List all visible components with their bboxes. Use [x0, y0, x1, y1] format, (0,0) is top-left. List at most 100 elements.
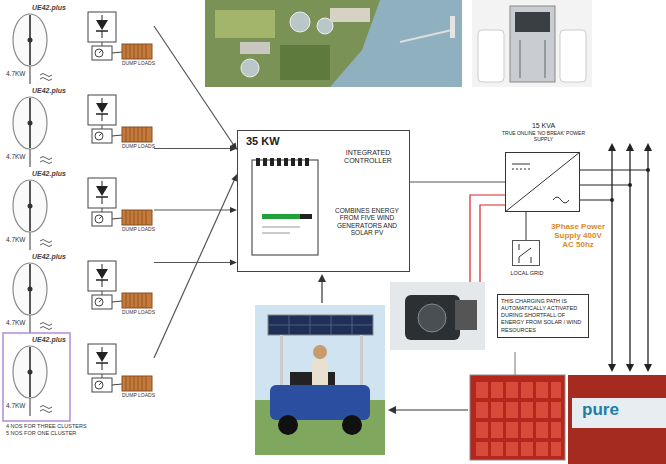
aerial-photo — [280, 45, 330, 80]
three-phase-output — [626, 143, 634, 151]
water-purifier-photo — [545, 40, 546, 78]
turbine-unit: UE42.plus4.7KW — [4, 253, 154, 333]
tank-photo — [568, 375, 666, 464]
connector-line — [525, 212, 526, 240]
three-phase-output — [628, 183, 632, 187]
water-purifier-photo — [520, 40, 521, 78]
note-box: THIS CHARGING PATH IS AUTOMATICALLY ACTI… — [497, 294, 589, 338]
controller-device — [252, 158, 318, 255]
controller-device — [256, 158, 309, 166]
water-purifier-photo — [560, 30, 586, 82]
generator-photo — [390, 282, 485, 350]
wind-turbines — [13, 95, 152, 167]
generator-photo — [390, 282, 485, 350]
three-phase-output — [646, 168, 650, 172]
node-text: 4.7KW — [6, 402, 26, 409]
dump-load-label: DUMP LOADS — [122, 144, 155, 150]
turbine-unit: UE42.plus 4.7KW — [4, 4, 154, 84]
aerial-photo — [290, 12, 310, 32]
inverter-symbol — [512, 169, 530, 170]
water-purifier-photo — [478, 30, 504, 82]
dump-load-label: DUMP LOADS — [122, 61, 155, 67]
inverter-symbol — [553, 197, 569, 203]
connector-line — [154, 26, 234, 145]
wind-turbines — [13, 178, 152, 250]
node-text: LOCAL GRID — [507, 270, 547, 276]
water-purifier-photo — [515, 12, 550, 32]
three-phase-output — [629, 150, 630, 366]
turbine-unit: UE42.plus4.7KW — [4, 170, 154, 250]
three-phase-output — [647, 150, 648, 366]
battery-photo — [476, 382, 561, 456]
controller-device — [262, 227, 300, 228]
node-text: 4.7KW — [6, 153, 26, 160]
three-phase-output — [580, 185, 630, 186]
flow-arrows — [318, 274, 468, 414]
three-phase-output — [610, 198, 614, 202]
golf-cart-photo — [268, 315, 373, 335]
wind-turbines — [13, 344, 152, 416]
aerial-photo — [205, 0, 462, 87]
flow-arrows — [394, 409, 468, 410]
inverter-box: 15 KVATRUE ONLINE 'NO BREAK' POWER SUPPL… — [505, 152, 580, 212]
node-text: 4.7KW — [6, 319, 26, 326]
wind-turbines — [3, 12, 152, 421]
battery-photo — [470, 375, 565, 460]
aerial-photo — [215, 10, 275, 38]
charging-wires — [470, 195, 505, 282]
aerial-photo — [205, 0, 462, 87]
wind-turbines — [13, 261, 152, 333]
dump-load-label: DUMP LOADS — [122, 227, 155, 233]
dump-load-label: DUMP LOADS — [122, 310, 155, 316]
three-phase-output — [580, 143, 652, 372]
flow-arrows — [388, 406, 396, 414]
three-phase-output — [580, 200, 612, 201]
generator-photo — [418, 304, 446, 332]
three-phase-output — [626, 364, 634, 372]
controller-device — [262, 233, 290, 234]
golf-cart-photo — [280, 335, 283, 390]
turbine-unit: UE42.plus 4.7KW — [4, 336, 154, 416]
aerial-photo — [450, 16, 455, 38]
note-text: 5 NOS FOR ONE CLUSTER — [6, 430, 76, 436]
node-text: TRUE ONLINE 'NO BREAK' POWER SUPPLY — [498, 131, 589, 143]
arrowhead — [230, 260, 237, 266]
turbine-unit: UE42.plus4.7KW — [4, 87, 154, 167]
three-phase-output — [644, 143, 652, 151]
generator-photo — [405, 295, 460, 340]
flow-arrows — [321, 280, 322, 303]
aerial-photo — [241, 59, 259, 77]
node-text: 35 KW — [246, 135, 280, 148]
three-phase-output — [611, 150, 612, 366]
tank-photo — [572, 398, 666, 428]
tank-photo — [568, 375, 666, 464]
switch-symbol — [519, 244, 531, 263]
water-purifier-photo — [472, 0, 592, 87]
node-text: THIS CHARGING PATH IS AUTOMATICALLY ACTI… — [501, 298, 585, 334]
generator-photo — [455, 300, 477, 330]
dump-load-label: DUMP LOADS — [122, 393, 155, 399]
aerial-photo — [240, 42, 270, 54]
three-phase-output — [580, 170, 648, 171]
controller-device — [252, 160, 318, 255]
node-text: UE42.plus — [32, 336, 66, 344]
water-purifier-photo — [510, 6, 555, 82]
node-text: COMBINES ENERGY FROM FIVE WIND GENERATOR… — [328, 207, 406, 237]
node-text: 15 KVA — [498, 122, 589, 130]
arrowhead — [230, 146, 237, 152]
controller-box: 35 KW INTEGRATED CONTROLLER COMBINES ENERG… — [237, 130, 410, 272]
node-text: UE42.plus — [32, 4, 66, 12]
wind-turbines — [3, 333, 70, 421]
wind-turbines — [13, 12, 152, 84]
node-text: INTEGRATED CONTROLLER — [332, 149, 404, 165]
switch-symbol — [519, 244, 531, 263]
three-phase-output — [608, 143, 616, 151]
connector-line — [154, 179, 235, 358]
output-label: 3Phase Power Supply 400V AC 50hz — [548, 222, 608, 250]
connector-line — [154, 148, 231, 149]
golf-cart-photo — [342, 415, 362, 435]
arrowhead — [230, 207, 237, 213]
golf-cart-photo — [255, 305, 385, 455]
aerial-photo — [400, 30, 452, 42]
node-text: 4.7KW — [6, 70, 26, 77]
